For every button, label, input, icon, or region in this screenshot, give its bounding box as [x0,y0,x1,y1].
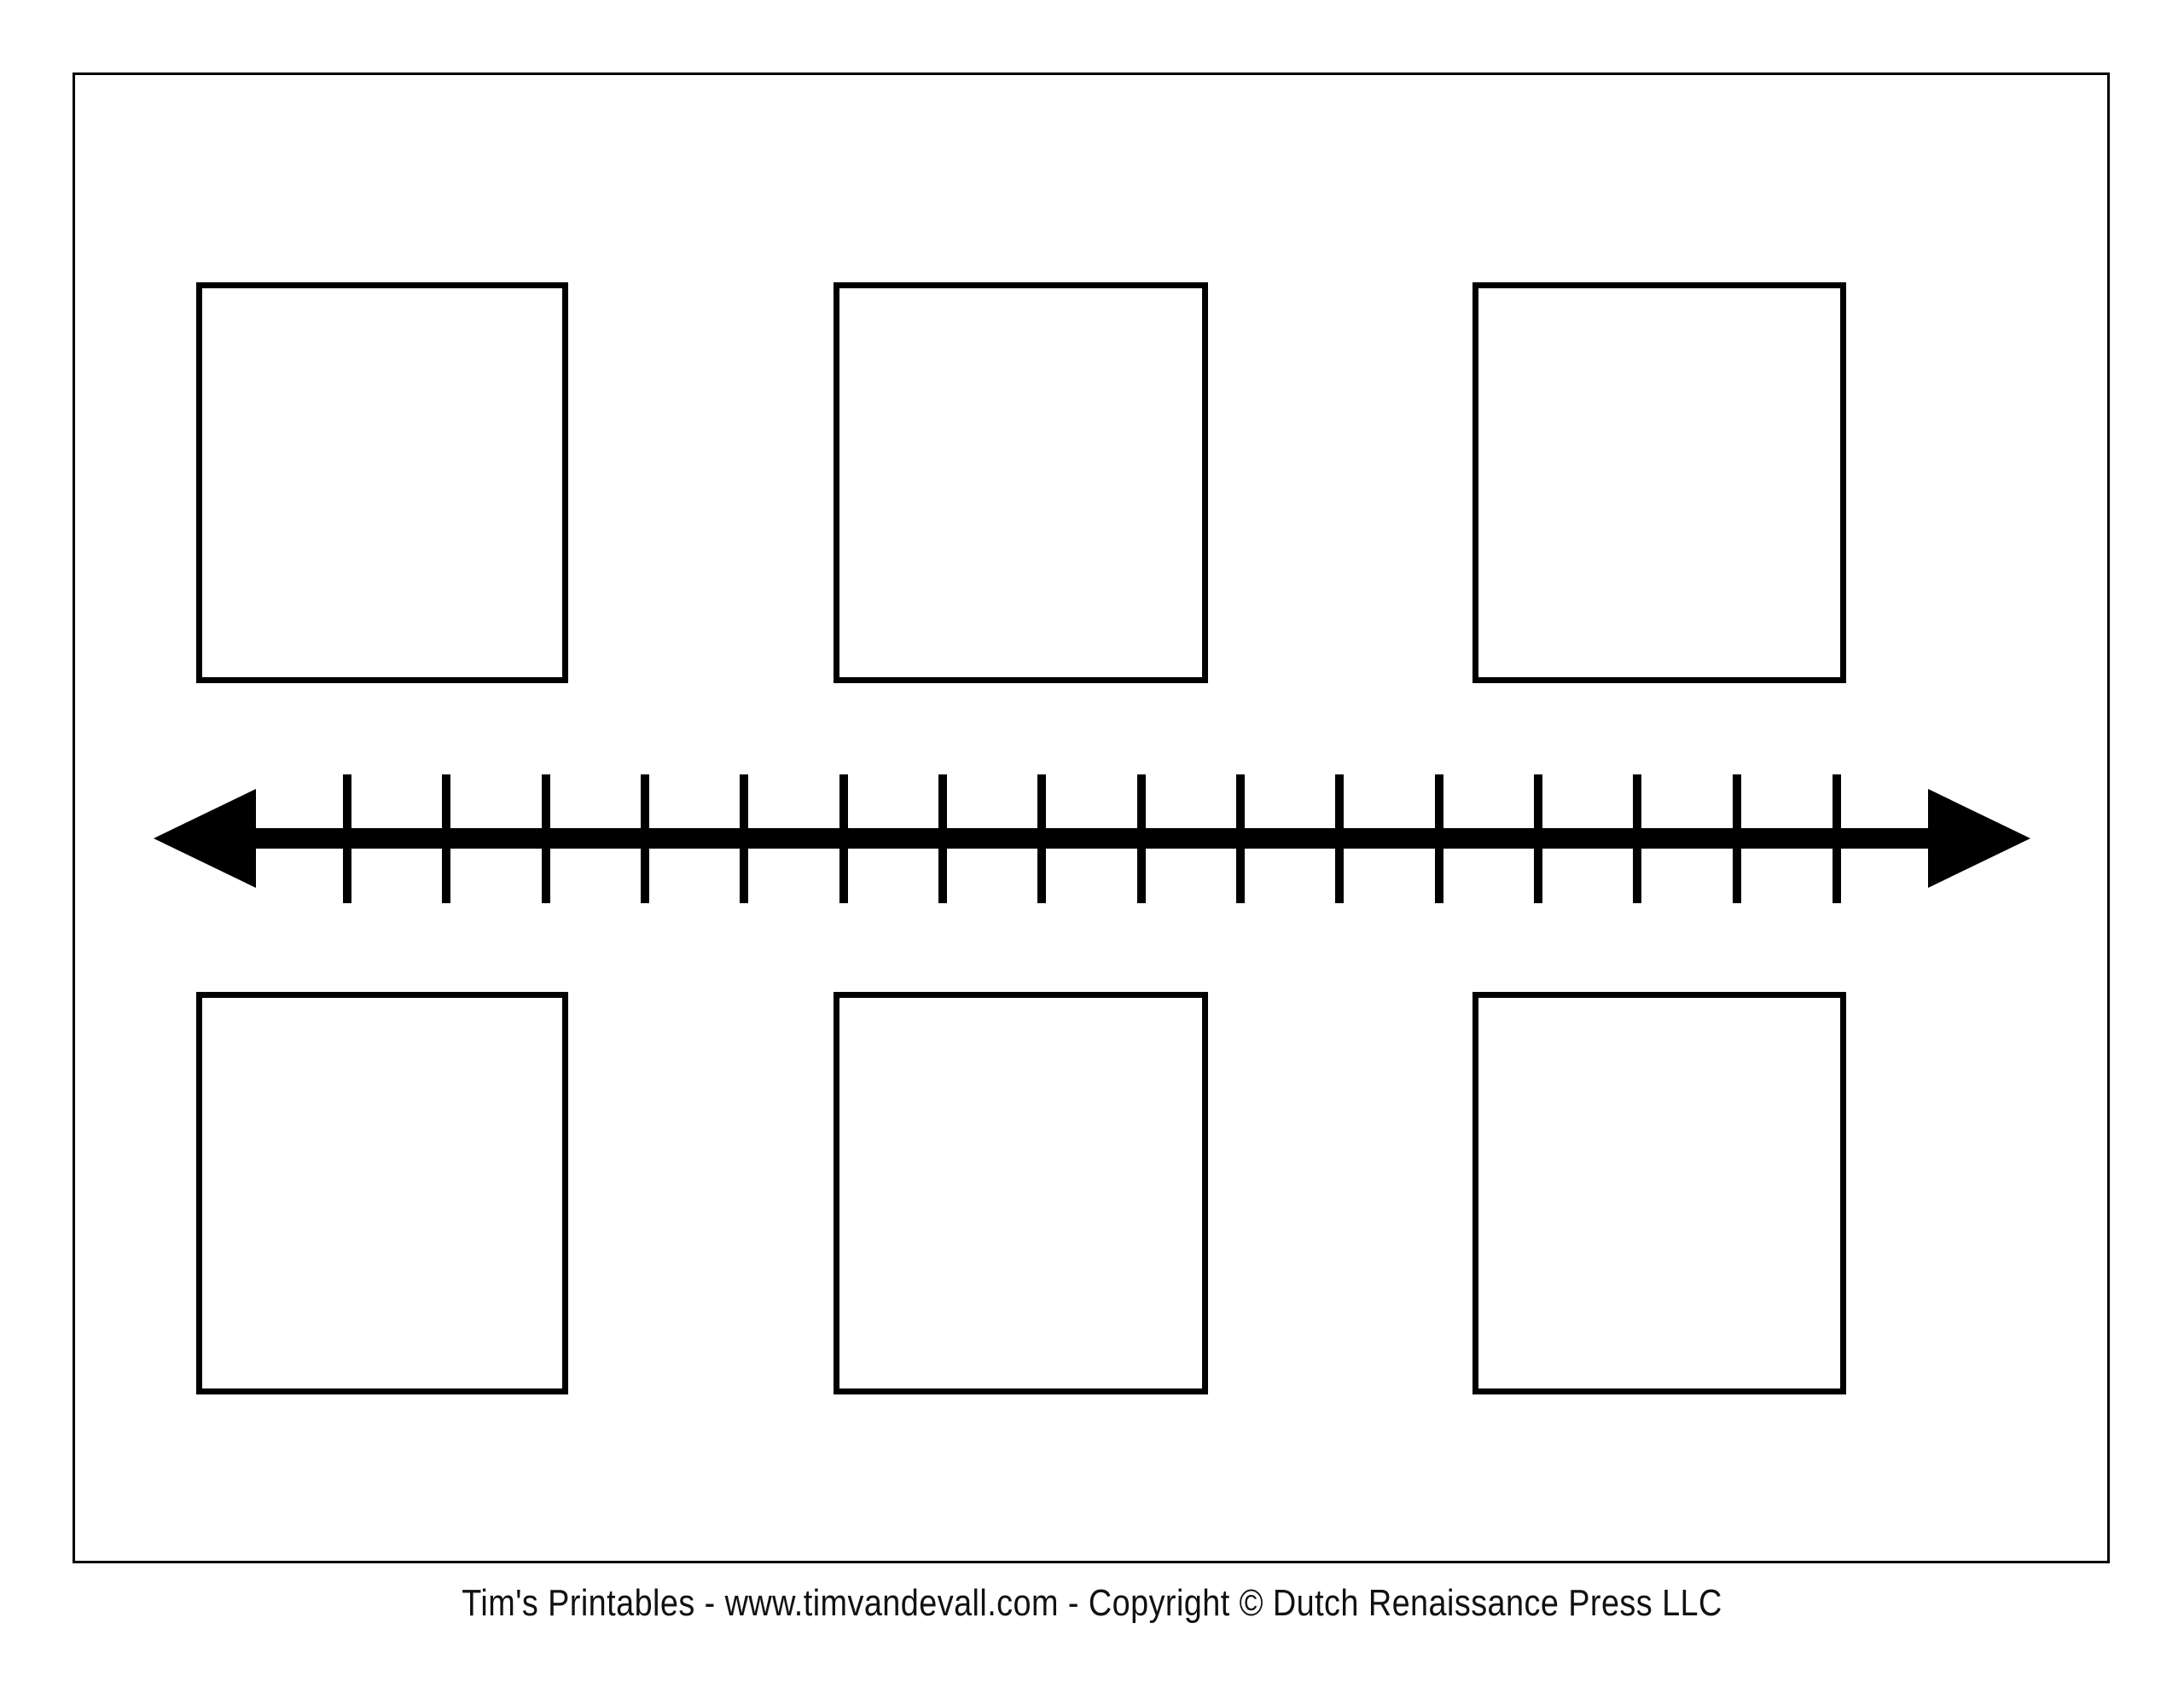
right-arrowhead [1928,789,2030,888]
tick-mark [343,774,351,903]
tick-mark [839,774,848,903]
tick-mark [938,774,947,903]
tick-mark [442,774,450,903]
number-line [0,751,2184,930]
tick-mark [740,774,748,903]
tick-mark [1335,774,1344,903]
tick-mark [1037,774,1046,903]
top-box-2[interactable] [834,282,1208,683]
left-arrowhead [154,789,256,888]
outer-page-border [73,72,2110,1563]
tick-mark [641,774,649,903]
tick-marks [343,774,1841,903]
tick-mark [1833,774,1841,903]
bottom-box-3[interactable] [1472,992,1846,1394]
footer: Tim's Printables - www.timvandevall.com … [0,1582,2184,1625]
tick-mark [1137,774,1146,903]
tick-mark [542,774,550,903]
bottom-box-2[interactable] [834,992,1208,1394]
tick-mark [1236,774,1245,903]
top-box-1[interactable] [196,282,568,683]
tick-mark [1534,774,1542,903]
number-line-shaft [252,828,1932,849]
tick-mark [1633,774,1641,903]
top-box-3[interactable] [1472,282,1846,683]
bottom-box-1[interactable] [196,992,568,1394]
tick-mark [1435,774,1443,903]
tick-mark [1733,774,1741,903]
footer-credit-text: Tim's Printables - www.timvandevall.com … [462,1582,1722,1624]
